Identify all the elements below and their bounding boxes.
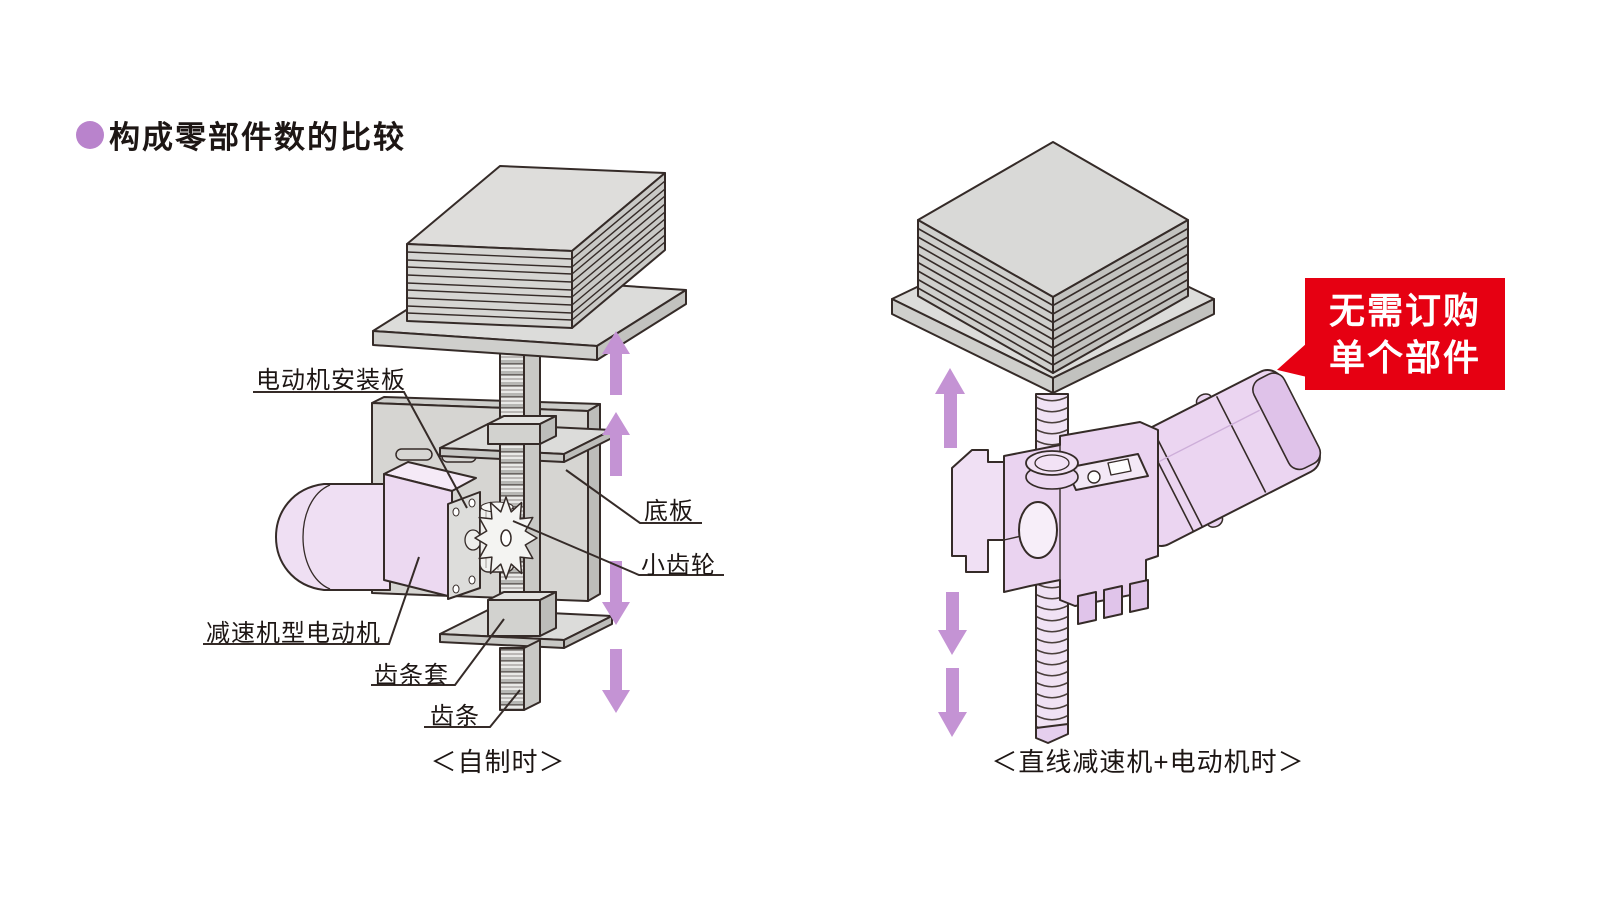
section-title-text: 构成零部件数的比较	[109, 120, 406, 155]
label-gearmotor: 减速机型电动机	[206, 620, 381, 647]
left-leader-lines	[203, 391, 724, 728]
right-motion-arrows	[935, 368, 967, 737]
down-arrow-icon	[938, 668, 967, 737]
leader-pinion	[512, 520, 724, 576]
caption-self-made: ＜自制时＞	[430, 747, 566, 777]
left-assembly-illustration	[275, 165, 687, 711]
leader-base-plate	[565, 469, 702, 524]
down-arrow-icon	[602, 561, 630, 625]
bullet-icon	[76, 120, 104, 149]
right-motor-shape	[1107, 369, 1322, 548]
down-arrow-icon	[938, 592, 967, 655]
badge-line-2: 单个部件	[1328, 337, 1481, 378]
right-stack-shape	[917, 141, 1189, 374]
label-rack-sleeve: 齿条套	[374, 662, 449, 689]
caption-linear-gearhead: ＜直线减速机+电动机时＞	[991, 747, 1305, 777]
section-title: 构成零部件数的比较	[76, 112, 406, 157]
badge-line-1: 无需订购	[1328, 290, 1481, 331]
leader-rack-sleeve	[371, 618, 505, 686]
up-arrow-icon	[602, 331, 630, 395]
pinion-gear-shape	[474, 496, 538, 580]
lower-rack-sleeve-shape	[487, 591, 557, 637]
left-motion-arrows	[602, 331, 630, 713]
right-assembly-illustration	[891, 141, 1322, 744]
leader-rack	[424, 689, 521, 728]
gearmotor-shape	[275, 461, 477, 598]
label-motor-mount-plate: 电动机安装板	[256, 367, 406, 394]
label-base-plate: 底板	[644, 498, 694, 525]
motor-mount-plate-shape	[447, 491, 482, 600]
down-arrow-icon	[602, 649, 630, 713]
left-stack-shape	[406, 165, 666, 329]
leader-motor-mount-plate	[253, 391, 468, 509]
leader-gearmotor	[203, 556, 420, 645]
upper-rack-sleeve-shape	[487, 415, 557, 445]
up-arrow-icon	[602, 412, 630, 476]
label-pinion: 小齿轮	[641, 552, 716, 579]
up-arrow-icon	[935, 368, 965, 448]
label-rack: 齿条	[430, 703, 480, 730]
no-order-badge: 无需订购 单个部件	[1305, 278, 1505, 390]
linear-gearhead-shape	[951, 421, 1159, 625]
